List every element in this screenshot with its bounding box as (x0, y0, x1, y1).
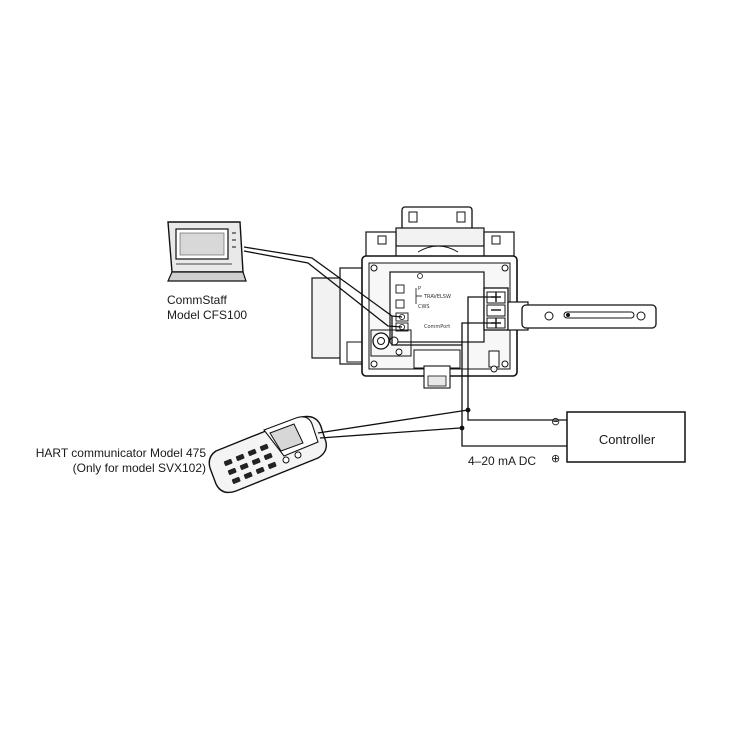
laptop-icon (167, 221, 247, 282)
terminal-travelsw-label: TRAVELSW (423, 294, 451, 300)
minus-symbol: ⊖ (551, 415, 560, 428)
controller-label: Controller (598, 432, 656, 447)
commstaff-label-line1: CommStaff (167, 293, 227, 307)
current-loop-label: 4–20 mA DC (468, 454, 537, 468)
terminal-p-label: P (418, 286, 421, 292)
wire-junctions (459, 407, 471, 431)
terminal-commport-label: CommPort (424, 324, 450, 330)
commstaff-label: CommStaff Model CFS100 (167, 293, 247, 323)
hart-label: HART communicator Model 475 (Only for mo… (28, 446, 206, 476)
controller-box (566, 411, 686, 463)
wires (243, 246, 567, 447)
hart-communicator-icon (208, 415, 328, 494)
feedback-lever-icon (507, 301, 657, 331)
hart-label-line2: (Only for model SVX102) (72, 461, 206, 475)
polarity-symbols: ⊖ ⊕ (551, 415, 560, 465)
hart-label-line1: HART communicator Model 475 (35, 446, 206, 460)
commstaff-label-line2: Model CFS100 (167, 308, 248, 322)
plus-symbol: ⊕ (551, 452, 560, 465)
terminal-cws-label: CWS (418, 304, 430, 310)
